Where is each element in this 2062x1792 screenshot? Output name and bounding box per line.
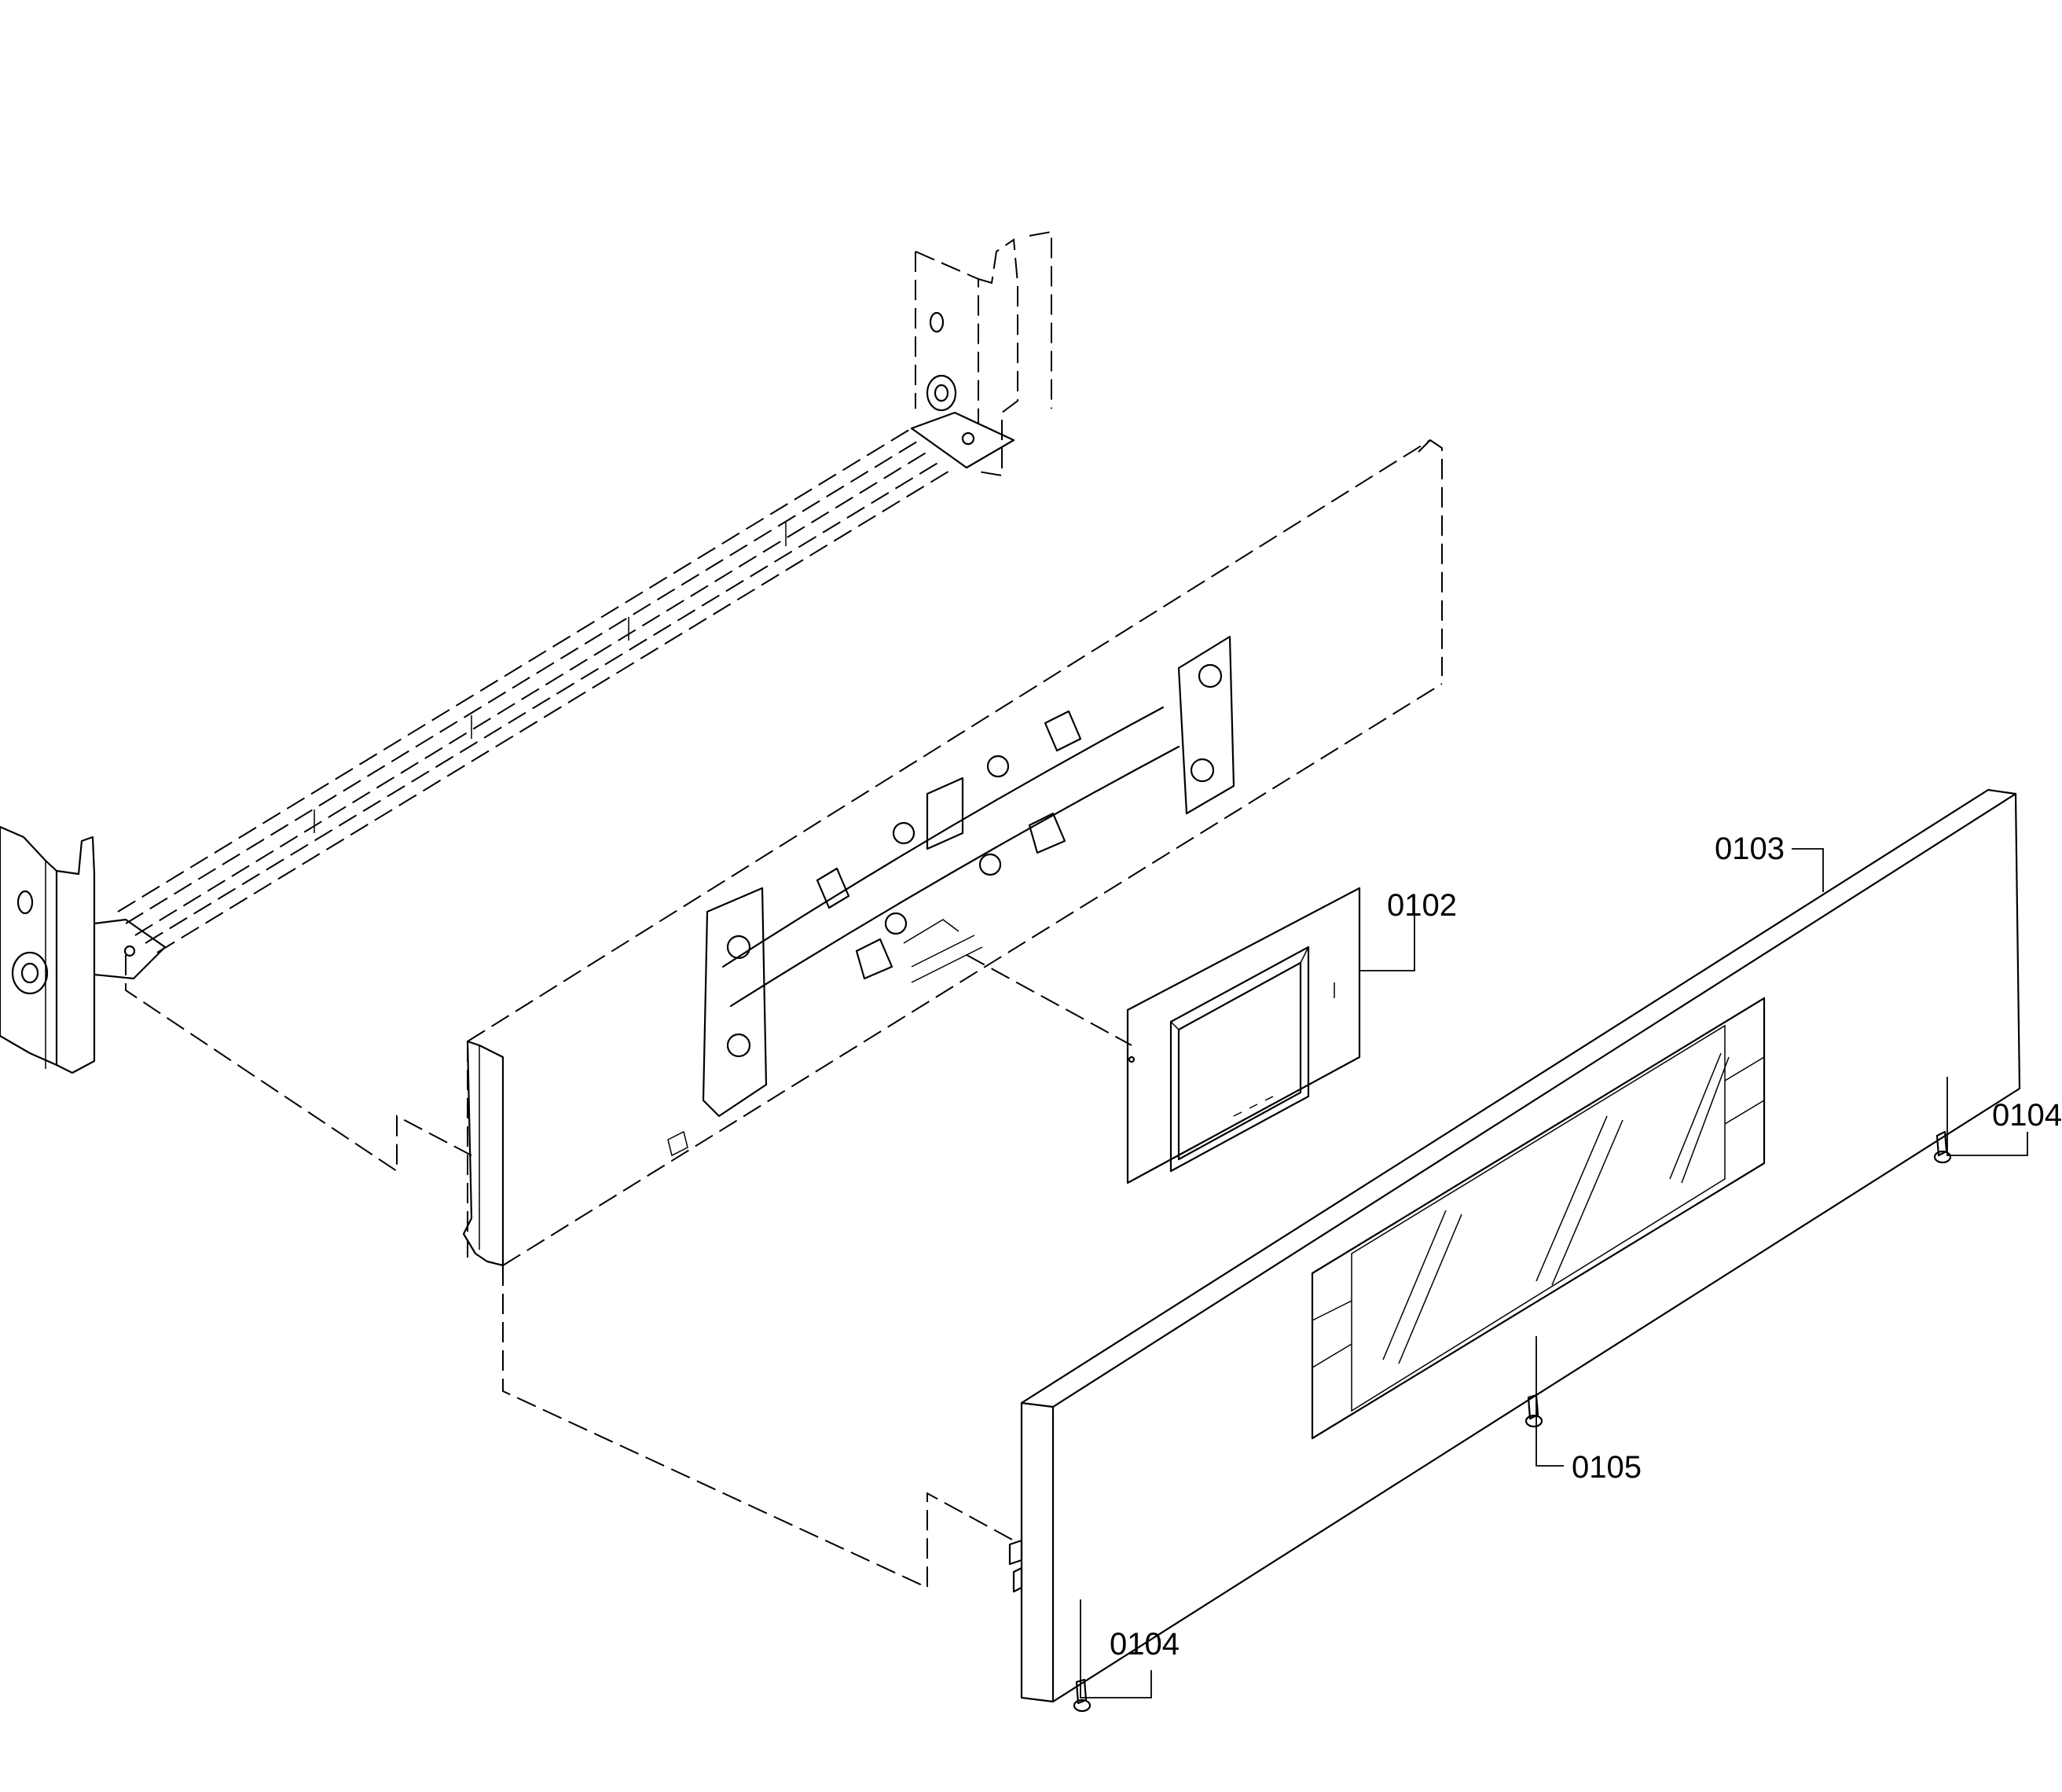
screw-bottom [1073, 1678, 1092, 1713]
leader-0104-bottom [1080, 1599, 1152, 1698]
callout-0104-bottom: 0104 [1110, 1627, 1180, 1662]
control-panel-frame [462, 439, 1443, 1589]
screw-center [1524, 1394, 1543, 1428]
callout-0102: 0102 [1387, 888, 1457, 923]
projection-line-display [966, 954, 1132, 1046]
front-fascia [1008, 788, 2021, 1703]
leader-0102 [1359, 916, 1415, 971]
callout-0105: 0105 [1572, 1450, 1642, 1485]
callout-0104-right: 0104 [1992, 1098, 2062, 1133]
callout-0103: 0103 [1715, 832, 1785, 866]
display-module [1126, 887, 1361, 1184]
side-bracket-left [0, 825, 167, 1074]
leader-0104-right [1946, 1077, 2028, 1156]
leader-0103 [1792, 848, 1824, 892]
leader-0105 [1535, 1336, 1564, 1467]
side-bracket-right [910, 230, 1052, 477]
rear-rail [117, 428, 952, 1173]
screw-right [1933, 1130, 1952, 1164]
